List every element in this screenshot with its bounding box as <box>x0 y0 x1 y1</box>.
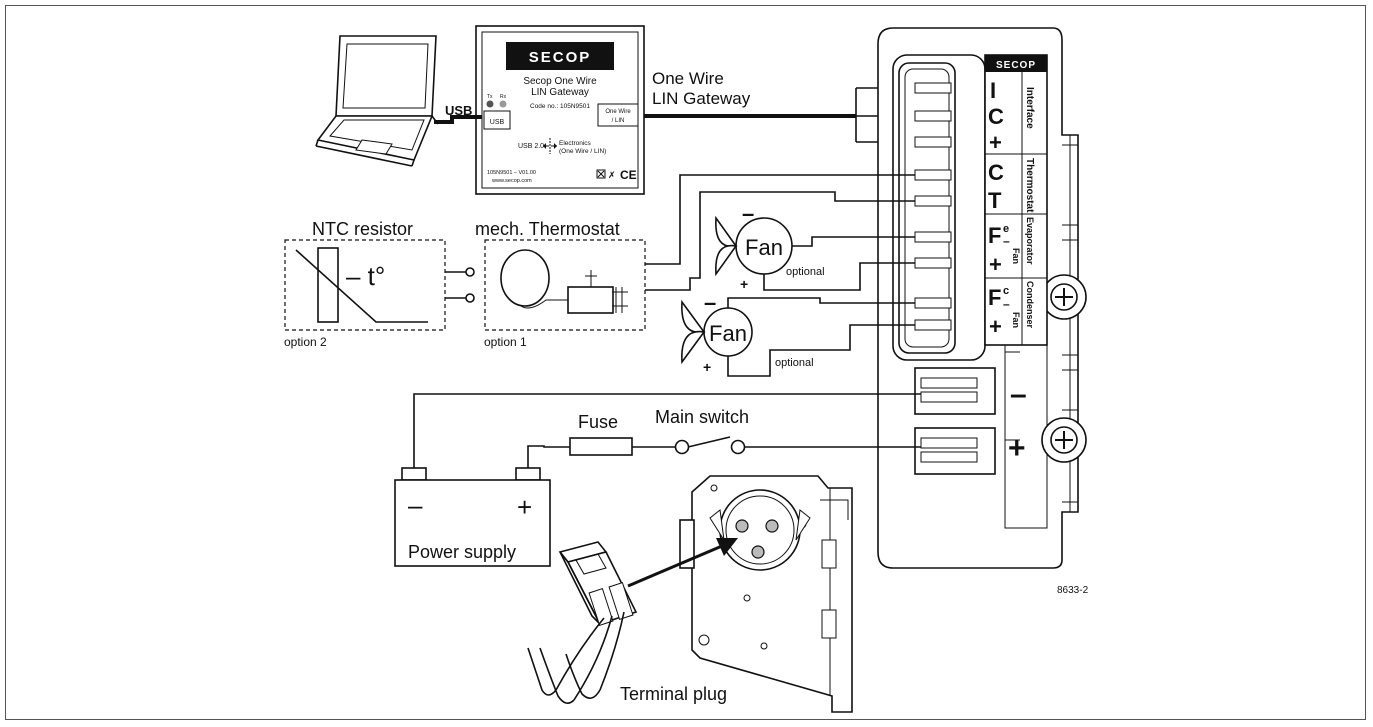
screw-bottom-icon <box>1041 417 1087 463</box>
weee-icon: ✗ <box>608 170 616 180</box>
gateway-code: Code no.: 105N9501 <box>530 103 590 110</box>
condenser-fan-icon <box>681 299 753 365</box>
gateway-brand: SECOP <box>529 49 592 66</box>
evaporator-fan-icon <box>715 215 793 277</box>
gateway-web: www.secop.com <box>491 178 532 184</box>
gateway-name-1: Secop One Wire <box>523 76 597 87</box>
option-1-label: option 1 <box>484 335 527 349</box>
ntc-box <box>284 239 446 331</box>
power-supply-label: Power supply <box>408 542 516 562</box>
power-wires <box>413 393 921 470</box>
power-supply-minus: – <box>408 490 423 520</box>
condenser-fan-wires <box>727 297 915 377</box>
group-evaporator-fan: Fan <box>1011 248 1021 264</box>
ntc-contact-top <box>465 267 475 277</box>
terminal-T: T <box>988 188 1002 213</box>
gateway-onewire-port <box>597 103 639 127</box>
power-supply-plus: + <box>517 492 532 522</box>
switch-contact-left <box>674 439 690 455</box>
thermostat-icon <box>500 249 628 314</box>
gateway-box: SECOP Secop One Wire LIN Gateway Code no… <box>475 25 645 195</box>
gateway-onewire-1: One Wire <box>605 109 631 115</box>
gateway-version: 105N9501 – V01.00 <box>487 170 536 176</box>
mech-thermostat-label: mech. Thermostat <box>475 219 620 239</box>
gateway-title-2: LIN Gateway <box>652 89 751 108</box>
terminal-C-interface: C <box>988 104 1004 129</box>
laptop-icon <box>315 35 439 167</box>
gateway-tx: Tx <box>487 94 493 100</box>
terminal-block <box>892 54 986 361</box>
evaporator-fan-minus: – <box>742 201 754 226</box>
terminal-F-cond: F <box>988 285 1001 310</box>
evaporator-fan-plus: + <box>740 276 748 292</box>
controller-brand: SECOP <box>996 60 1036 71</box>
terminal-e-sub: e <box>1003 223 1009 235</box>
terminal-C-thermostat: C <box>988 160 1004 185</box>
gateway-ce: CE <box>620 168 637 182</box>
terminal-F-evap: F <box>988 223 1001 248</box>
screw-top-icon <box>1041 274 1087 320</box>
gateway-electronics-1: Electronics <box>559 140 592 147</box>
option-2-label: option 2 <box>284 335 327 349</box>
evaporator-fan-label: Fan <box>745 235 783 260</box>
power-terminals <box>914 367 996 475</box>
usb-label: USB <box>445 103 472 118</box>
ntc-temp: – t° <box>346 261 385 291</box>
terminal-minus-cond: – <box>1003 297 1010 311</box>
thermostat-wires <box>645 174 915 291</box>
fuse-icon <box>569 437 633 456</box>
condenser-fan-minus: – <box>704 290 716 315</box>
group-condenser: Condenser <box>1025 281 1035 329</box>
compressor-plate <box>679 475 853 713</box>
main-switch-label: Main switch <box>655 407 749 427</box>
terminal-plug-icon <box>527 541 638 704</box>
condenser-fan-plus: + <box>703 359 711 375</box>
condenser-optional: optional <box>775 357 814 369</box>
terminal-minus-evap: – <box>1003 234 1010 248</box>
group-thermostat: Thermostat <box>1024 158 1035 213</box>
usb-cable <box>434 115 482 124</box>
evaporator-optional: optional <box>786 266 825 278</box>
terminal-I: I <box>990 78 996 103</box>
ntc-label: NTC resistor <box>312 219 413 239</box>
group-evaporator: Evaporator <box>1025 217 1035 265</box>
gateway-rx: Rx <box>500 94 507 100</box>
controller-plus: + <box>1008 432 1026 465</box>
rx-led-icon <box>499 100 507 108</box>
condenser-fan-label: Fan <box>709 321 747 346</box>
gateway-usb-text: USB <box>490 119 505 126</box>
terminal-c-sub: c <box>1003 285 1009 297</box>
gateway-usb-port <box>483 110 511 130</box>
switch-contact-right <box>730 439 746 455</box>
power-supply-icon <box>394 467 551 567</box>
tx-led-icon <box>486 100 494 108</box>
gateway-name-2: LIN Gateway <box>531 87 589 98</box>
thermostat-box <box>484 239 646 331</box>
ntc-resistor-icon <box>317 247 339 323</box>
evaporator-fan-wires <box>763 236 915 291</box>
terminal-plug-label: Terminal plug <box>620 684 727 704</box>
gateway-electronics-2: (One Wire / LIN) <box>559 148 606 155</box>
fuse-label: Fuse <box>578 412 618 432</box>
gateway-usb2: USB 2.0 <box>518 143 544 150</box>
terminal-plus-interface: + <box>989 130 1002 155</box>
gateway-title-1: One Wire <box>652 69 724 88</box>
group-condenser-fan: Fan <box>1011 312 1021 328</box>
terminal-plus-cond: + <box>989 314 1002 339</box>
terminal-plus-evap: + <box>989 252 1002 277</box>
controller-minus: – <box>1010 378 1027 411</box>
ntc-contact-bottom <box>465 293 475 303</box>
group-interface: Interface <box>1024 87 1035 129</box>
reference-number: 8633-2 <box>1057 585 1089 596</box>
diagram-frame <box>5 5 1366 720</box>
gateway-onewire-2: / LIN <box>612 118 625 124</box>
insert-arrow-icon <box>627 538 738 588</box>
